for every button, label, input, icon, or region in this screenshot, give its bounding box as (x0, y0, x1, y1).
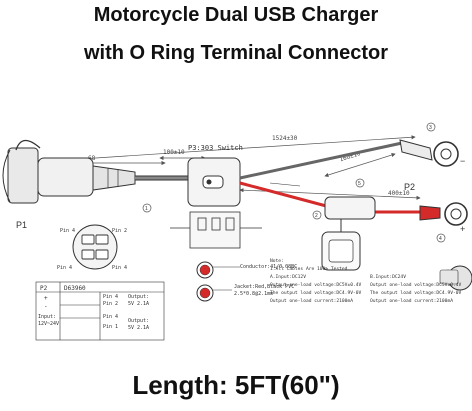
pin-table (35, 281, 165, 341)
callout-4: 4 (439, 236, 442, 242)
port-pin-br: Pin 4 (112, 265, 127, 271)
table-pin-3: Pin 4 (103, 314, 118, 320)
dim-mid-label: 100±10 (163, 149, 185, 156)
title-line-1: Motorcycle Dual USB Charger (93, 4, 379, 26)
spec-left-line: 1.All Cables Are 100% Tested (270, 266, 348, 272)
spec-left-line: A.Input:DC12V (270, 274, 306, 280)
spec-right-line: The output load voltage:DC4.9V-0V (370, 290, 462, 296)
table-input-label: Input: (38, 314, 56, 320)
table-out1-label: Output: (128, 294, 149, 300)
spec-right-line: Output one-load voltage:DC5V±0.4V (370, 282, 462, 288)
title-line-2: with O Ring Terminal Connector (83, 42, 389, 64)
usb-port-face (72, 224, 118, 270)
spec-left-line: Note: (270, 258, 284, 264)
plus-sign: + (460, 224, 465, 234)
wire-conductor-note: Conductor:41/0.08BC (240, 264, 297, 270)
right-wires (239, 141, 422, 214)
label-p2: P2 (404, 182, 415, 192)
table-pin-1: Pin 4 (103, 294, 118, 300)
table-pin-2: Pin 2 (103, 301, 118, 307)
dim-right-line (324, 153, 396, 177)
callout-3: 3 (429, 125, 432, 131)
port-pin-tr: Pin 2 (112, 228, 127, 234)
port-pin-bl: Pin 4 (57, 265, 72, 271)
table-pin-4: Pin 1 (103, 324, 118, 330)
wire-cross-section (196, 261, 240, 302)
callouts (142, 122, 446, 243)
spec-right-line: B.Input:DC24V (370, 274, 406, 280)
dim-left-label: 68 (88, 155, 96, 162)
spec-right-line: Output one-load current:2100mA (370, 298, 453, 304)
table-out2-value: 5V 2.1A (128, 325, 149, 331)
ring-terminal-red (419, 202, 468, 226)
ring-terminal-black (399, 139, 459, 167)
length-caption: Length: 5FT(60") (132, 370, 340, 400)
spec-left-line: Output one-load voltage:DC5V±0.4V (270, 282, 362, 288)
callout-1: 1 (145, 206, 148, 212)
table-p2: P2 (40, 285, 48, 292)
p3-switch (170, 157, 262, 249)
specs-left: Note: 1.All Cables Are 100% Tested A.Inp… (270, 258, 362, 304)
callout-2: 2 (315, 213, 318, 219)
fuse-holder (321, 196, 472, 291)
dim-overall-label: 1524±30 (272, 135, 298, 142)
minus-sign: − (460, 156, 465, 166)
table-part: D63960 (64, 285, 86, 292)
p1-socket (2, 139, 136, 204)
callout-5: 5 (358, 181, 361, 187)
port-pin-tl: Pin 4 (60, 228, 75, 234)
label-p1: P1 (16, 220, 27, 230)
table-out2-label: Output: (128, 318, 149, 324)
table-out1-value: 5V 2.1A (128, 301, 149, 307)
dim-wire-label: 400±10 (388, 190, 410, 197)
specs-right: B.Input:DC24V Output one-load voltage:DC… (370, 274, 462, 304)
switch-label: P3:303 Switch (188, 144, 243, 152)
table-input-value: 12V~24V (38, 321, 59, 327)
spec-left-line: The output load voltage:DC4.9V-0V (270, 290, 362, 296)
wire-jacket-note: Jacket:Red,Black PVC (234, 284, 294, 290)
spec-left-line: Output one-load current:2100mA (270, 298, 353, 304)
table-plus: + (44, 295, 48, 302)
table-minus: - (44, 303, 48, 310)
wire-jacket-size: 2.5*0.8@2.1mm (234, 291, 273, 297)
